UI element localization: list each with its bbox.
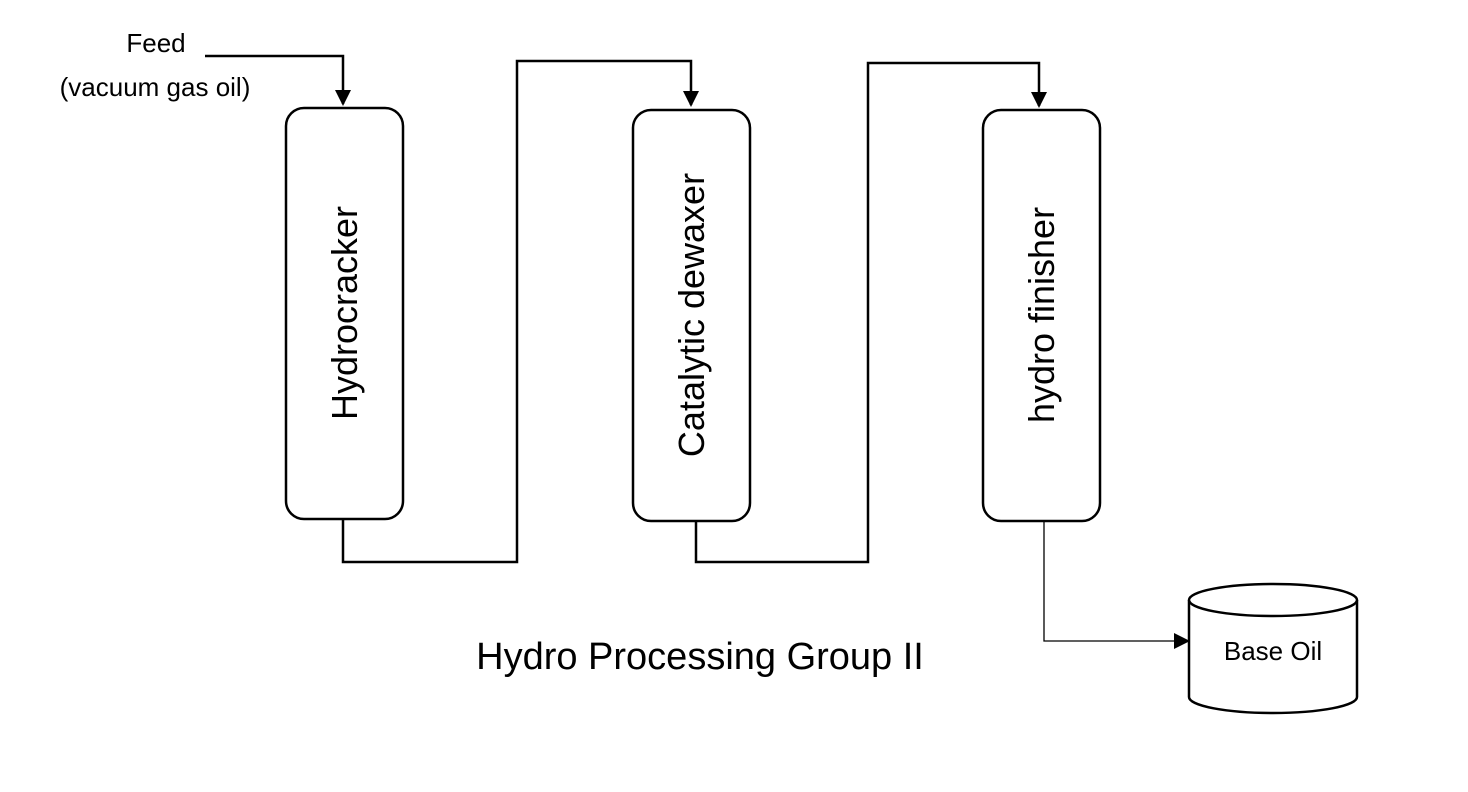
feed-line [205, 54, 351, 106]
base-oil-tank: Base Oil [1187, 582, 1359, 715]
hydrocracker-vessel: Hydrocracker [284, 106, 405, 521]
product-line [1043, 521, 1190, 649]
catalytic-dewaxer-vessel: Catalytic dewaxer [631, 108, 752, 523]
connector-hydrocracker-to-dewaxer [341, 59, 699, 564]
hydrocracker-label: Hydrocracker [324, 206, 365, 420]
feed-label: Feed [126, 28, 185, 58]
connector-dewaxer-to-finisher [694, 61, 1047, 564]
feed-sublabel: (vacuum gas oil) [60, 72, 251, 102]
hydro-finisher-vessel: hydro finisher [981, 108, 1102, 523]
catalytic-dewaxer-label: Catalytic dewaxer [671, 173, 712, 457]
hydro-finisher-label: hydro finisher [1021, 207, 1062, 423]
base-oil-label: Base Oil [1224, 636, 1322, 666]
diagram-caption: Hydro Processing Group II [476, 636, 924, 678]
